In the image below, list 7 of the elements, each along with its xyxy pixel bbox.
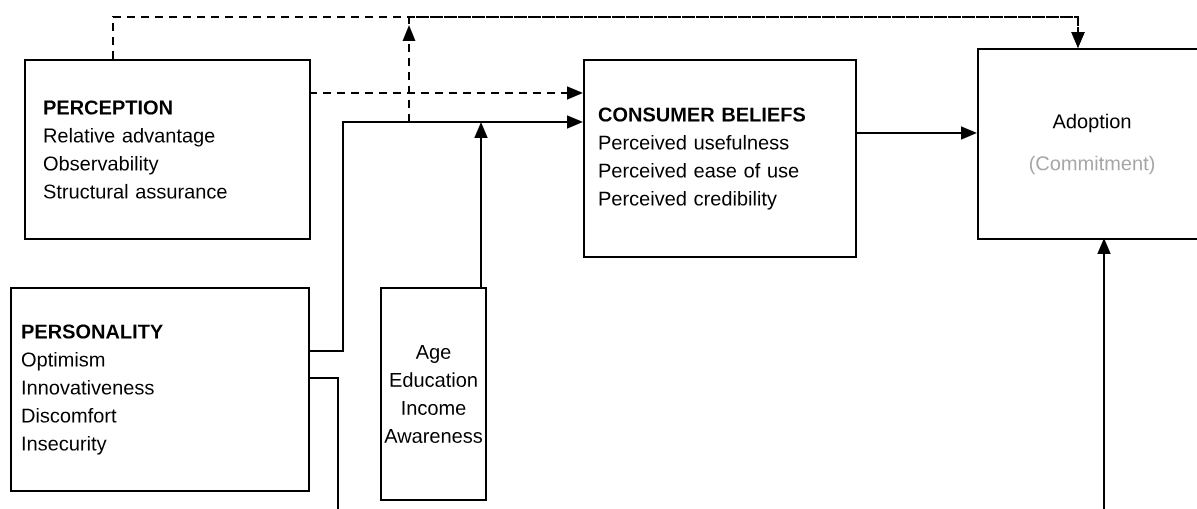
arrow [402,16,1085,123]
factor-box: PERSONALITY Optimism Innovativeness Discomfort Insecurity [10,287,310,492]
connector-line [307,377,339,509]
factor-box: PERCEPTION Relative advantage Observability Structural assurance [24,59,311,240]
factor-box: CONSUMER BELIEFS Perceived usefulness Perceived ease of use Perceived credibility [583,59,857,258]
factor-box: Age Education Income Awareness [380,287,487,501]
factor-box: Adoption (Commitment) [977,48,1197,240]
